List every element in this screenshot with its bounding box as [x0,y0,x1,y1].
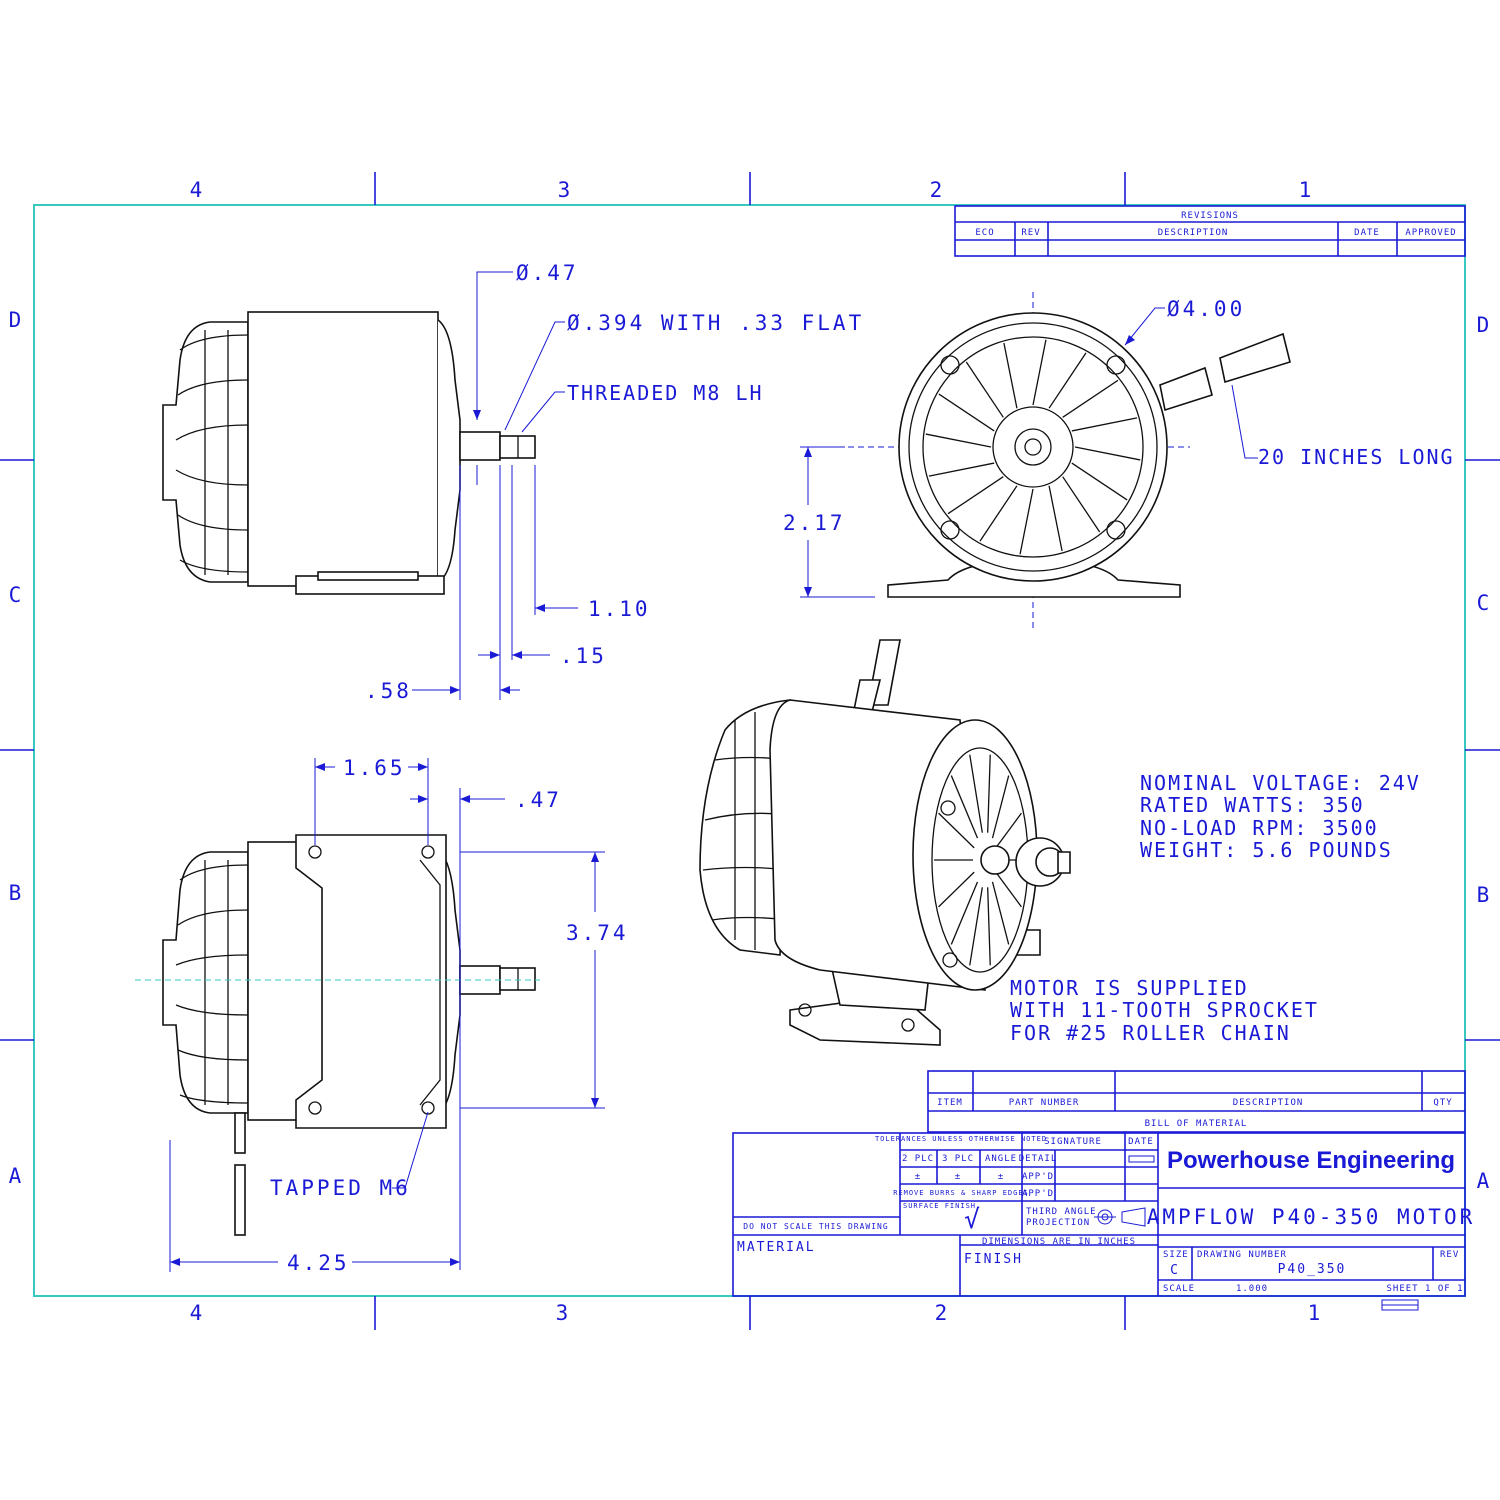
end-view-dimensions [800,307,1258,598]
surface-finish-label: SURFACE FINISH [903,1202,976,1210]
zone-left-a: A [9,1164,22,1188]
tol-angle-value: ± [998,1172,1004,1182]
sprocket-note-line2: WITH 11-TOOTH SPROCKET [1010,998,1319,1022]
spec-watts: RATED WATTS: 350 [1140,793,1365,817]
scale-value: 1.000 [1236,1284,1268,1294]
title-block [732,1132,1466,1311]
dim-0-58: .58 [365,679,412,703]
tolerances-label: TOLERANCES UNLESS OTHERWISE NOTED [875,1135,1047,1143]
revisions-title: REVISIONS [1181,211,1239,221]
drawing-number-label: DRAWING NUMBER [1197,1250,1287,1260]
dim-2-17: 2.17 [783,511,846,535]
dim-1-10: 1.10 [588,597,651,621]
dim-4-25: 4.25 [287,1251,350,1275]
tol-2-plc-value: ± [915,1172,921,1182]
rev-col-eco: ECO [975,228,994,238]
tol-2-plc: 2 PLC [902,1154,934,1164]
appd-label-2: APP'D [1022,1189,1054,1199]
drawing-title: AMPFLOW P40-350 MOTOR [1147,1205,1476,1229]
rev-col-description: DESCRIPTION [1158,228,1229,238]
zone-right-a: A [1477,1169,1490,1193]
zone-bottom-1: 1 [1308,1301,1321,1325]
zone-top-1: 1 [1299,178,1312,202]
note-tapped: TAPPED M6 [270,1176,411,1200]
zone-right-b: B [1477,883,1490,907]
sprocket-note-line3: FOR #25 ROLLER CHAIN [1010,1021,1291,1045]
top-view-dimensions [169,758,605,1272]
side-view-dimensions [412,271,578,700]
rev-col-date: DATE [1354,228,1380,238]
no-scale-note: DO NOT SCALE THIS DRAWING [743,1222,888,1231]
bom-col-qty: QTY [1433,1098,1452,1108]
motor-end-view [808,292,1291,628]
bom-col-part-number: PART NUMBER [1009,1098,1080,1108]
company-name: Powerhouse Engineering [1167,1147,1455,1174]
dim-0-15: .15 [560,644,607,668]
rev-label: REV [1440,1250,1459,1260]
spec-weight: WEIGHT: 5.6 POUNDS [1140,838,1393,862]
bom-col-item: ITEM [937,1098,963,1108]
rev-col-approved: APPROVED [1405,228,1456,238]
tol-3-plc-value: ± [955,1172,961,1182]
dim-1-65: 1.65 [343,756,406,780]
date-label: DATE [1128,1137,1154,1147]
zone-top-2: 2 [930,178,943,202]
dims-in-inches-note: DIMENSIONS ARE IN INCHES [982,1237,1136,1247]
signature-label: SIGNATURE [1044,1137,1102,1147]
third-angle-label: THIRD ANGLE [1026,1207,1097,1217]
zone-top-3: 3 [558,178,571,202]
note-threaded: THREADED M8 LH [567,381,764,405]
finish-label: FINISH [964,1252,1023,1267]
zone-right-d: D [1477,313,1490,337]
detail-label: DETAIL [1019,1154,1058,1164]
dim-shaft-diameter: Ø.47 [516,261,579,285]
third-angle-projection-icon [1094,1207,1146,1227]
spec-rpm: NO-LOAD RPM: 3500 [1140,816,1379,840]
spec-voltage: NOMINAL VOLTAGE: 24V [1140,771,1421,795]
motor-side-view [162,311,536,595]
dim-shaft-flat: Ø.394 WITH .33 FLAT [567,311,864,335]
sheet-number: SHEET 1 OF 1 [1386,1284,1463,1294]
dim-0-47: .47 [515,788,562,812]
dim-diameter-4: Ø4.00 [1167,297,1245,321]
surface-finish-check: √ [964,1205,980,1235]
size-value: C [1170,1263,1180,1278]
tol-angle: ANGLE [985,1154,1017,1164]
bom-col-description: DESCRIPTION [1233,1098,1304,1108]
scale-label: SCALE [1163,1284,1195,1294]
note-wire-length: 20 INCHES LONG [1258,445,1455,469]
zone-left-d: D [9,308,22,332]
zone-left-b: B [9,881,22,905]
zone-left-c: C [9,583,22,607]
sprocket-note-line1: MOTOR IS SUPPLIED [1010,976,1249,1000]
motor-isometric-view [699,639,1071,1046]
zone-top-4: 4 [190,178,203,202]
drawing-number: P40_350 [1278,1262,1347,1277]
appd-label-1: APP'D [1022,1172,1054,1182]
rev-col-rev: REV [1021,228,1040,238]
material-label: MATERIAL [737,1240,816,1255]
zone-bottom-4: 4 [190,1301,203,1325]
zone-bottom-2: 2 [935,1301,948,1325]
revisions-table [954,205,1466,257]
zone-bottom-3: 3 [556,1301,569,1325]
bill-of-material [927,1070,1466,1133]
projection-label: PROJECTION [1026,1218,1090,1228]
motor-top-view [135,834,540,1236]
zone-right-c: C [1477,591,1490,615]
bom-title: BILL OF MATERIAL [1145,1119,1248,1129]
size-label: SIZE [1163,1250,1189,1260]
remove-burrs-note: REMOVE BURRS & SHARP EDGES [893,1189,1029,1197]
zone-ticks [0,172,1500,1330]
tol-3-plc: 3 PLC [942,1154,974,1164]
dim-3-74: 3.74 [566,921,629,945]
